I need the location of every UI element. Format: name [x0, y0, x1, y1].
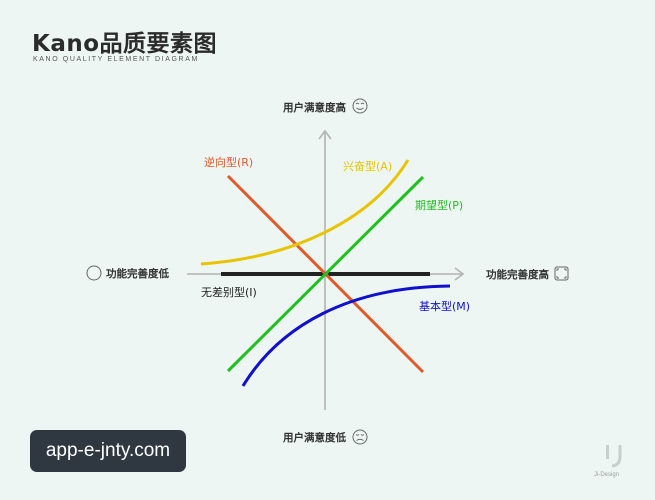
empty-circle-icon: [86, 265, 102, 281]
curve-excitement: [200, 159, 410, 266]
label-indifferent: 无差别型(I): [201, 285, 257, 299]
sad-face-icon: [352, 429, 368, 445]
watermark: app-e-jnty.com: [30, 430, 186, 472]
smile-face-icon: [352, 98, 368, 114]
axis-labels: 用户满意度高 用户满意度低 功能完善度低 功能完善度高: [86, 98, 569, 445]
curve-performance: [226, 175, 425, 373]
page-subtitle: KANO QUALITY ELEMENT DIAGRAM: [33, 56, 199, 63]
label-performance: 期望型(P): [415, 198, 463, 212]
page-title: Kano品质要素图: [32, 31, 218, 57]
y-top-label: 用户满意度高: [282, 101, 346, 114]
x-right-label: 功能完善度高: [486, 268, 549, 281]
brand-text: Ji-Design: [594, 472, 620, 478]
label-basic: 基本型(M): [419, 299, 470, 313]
full-square-icon: [554, 266, 569, 281]
axes: [187, 129, 465, 410]
y-bottom-label: 用户满意度低: [282, 431, 346, 444]
label-excitement: 兴奋型(A): [343, 159, 392, 173]
label-reverse: 逆向型(R): [204, 155, 253, 169]
y-axis-arrow: [318, 129, 332, 140]
curve-labels: 逆向型(R) 兴奋型(A) 期望型(P) 无差别型(I) 基本型(M): [201, 155, 470, 313]
curves: [200, 159, 451, 387]
curve-basic: [241, 284, 451, 387]
x-axis-arrow: [454, 267, 465, 281]
x-left-label: 功能完善度低: [106, 267, 169, 280]
brand-logo-icon: [606, 445, 622, 468]
